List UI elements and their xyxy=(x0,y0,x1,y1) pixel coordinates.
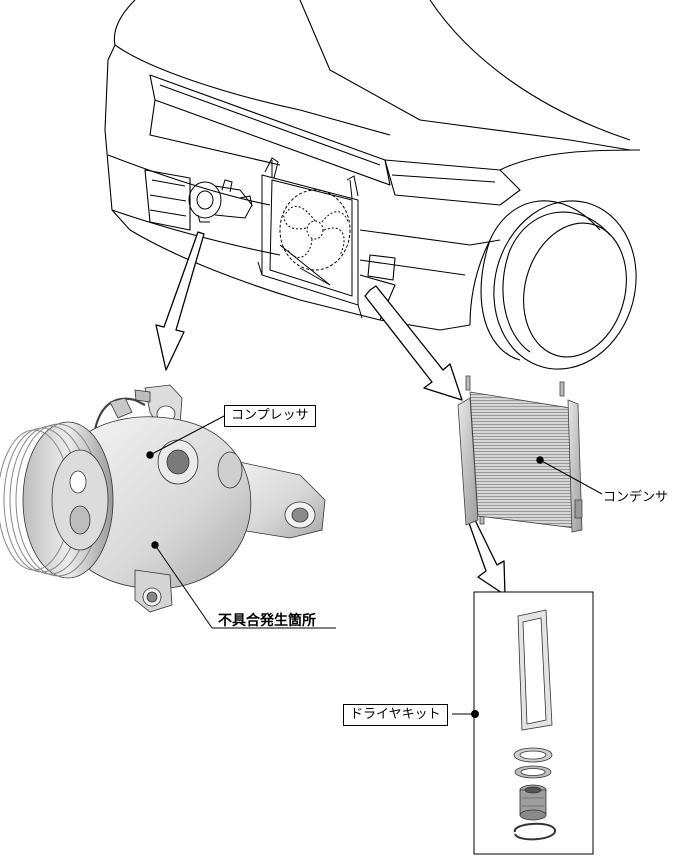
compressor-illustration xyxy=(0,384,326,613)
dryer-kit-leader xyxy=(452,710,479,718)
arrow-to-condenser xyxy=(364,285,463,401)
car-compressor-sketch xyxy=(188,179,253,223)
condenser-leader xyxy=(536,456,603,495)
compressor-leader xyxy=(146,414,227,459)
compressor-label: コンプレッサ xyxy=(224,405,316,427)
condenser-illustration xyxy=(457,375,583,533)
defect-leader xyxy=(151,541,336,629)
defect-location-label: 不具合発生箇所 xyxy=(218,613,316,629)
condenser-label: コンデンサ xyxy=(603,490,669,505)
dryer-kit-label: ドライヤキット xyxy=(343,704,448,726)
dryer-kit-parts xyxy=(513,609,556,841)
arrow-to-dryer-kit xyxy=(468,519,506,596)
car-condenser-sketch xyxy=(257,157,363,319)
car-front-illustration xyxy=(104,0,641,370)
arrow-to-compressor xyxy=(155,231,205,371)
